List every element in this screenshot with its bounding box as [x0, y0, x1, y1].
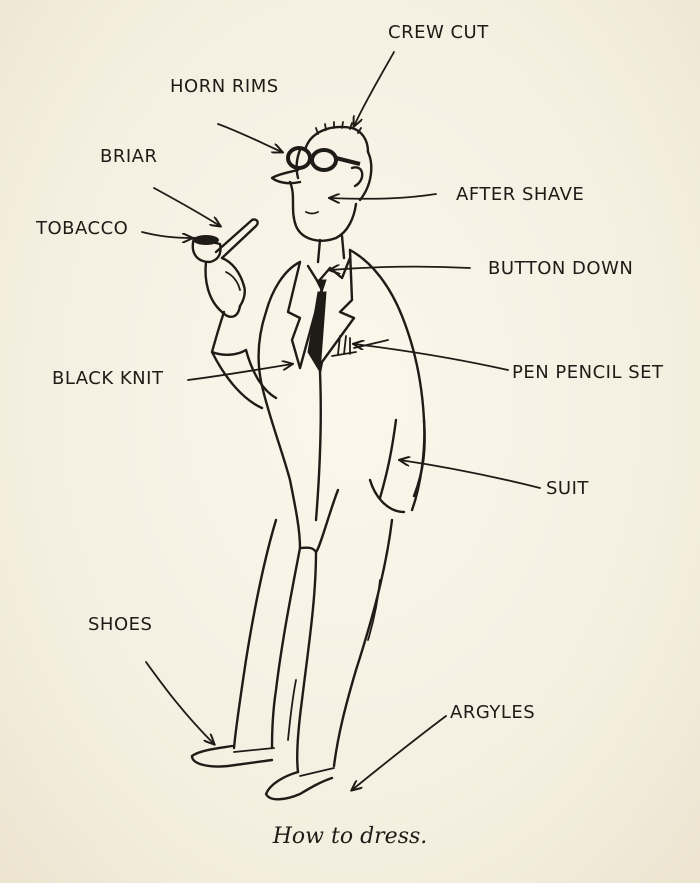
black-knit-tie — [307, 279, 327, 374]
briar-pipe — [191, 218, 259, 264]
label-briar: BRIAR — [100, 146, 158, 167]
caption: How to dress. — [272, 824, 428, 849]
arrow-tobacco — [141, 231, 192, 238]
label-black-knit: BLACK KNIT — [52, 368, 164, 389]
pointer-arrows — [141, 51, 541, 790]
arrow-suit — [400, 460, 541, 489]
arrow-pen-pencil-set — [354, 344, 509, 371]
arrow-button-down — [330, 267, 471, 270]
arrow-crew-cut — [354, 51, 395, 126]
arrow-horn-rims — [217, 123, 282, 152]
label-shoes: SHOES — [88, 614, 153, 635]
suit-jacket — [257, 248, 426, 554]
label-after-shave: AFTER SHAVE — [456, 184, 585, 205]
arrow-shoes — [145, 661, 214, 744]
trousers — [232, 518, 394, 774]
raised-arm — [204, 256, 278, 410]
head — [270, 121, 373, 264]
arrow-black-knit — [187, 364, 292, 381]
crew-cut-hair — [303, 125, 370, 154]
label-pen-pencil-set: PEN PENCIL SET — [512, 362, 664, 383]
horn-rim-glasses — [286, 146, 361, 172]
arrow-briar — [153, 187, 220, 226]
label-suit: SUIT — [546, 478, 589, 499]
arrow-after-shave — [330, 194, 437, 199]
label-button-down: BUTTON DOWN — [488, 258, 634, 279]
label-tobacco: TOBACCO — [36, 218, 129, 239]
arrow-argyles — [352, 715, 447, 790]
shoes — [190, 744, 335, 801]
label-horn-rims: HORN RIMS — [170, 76, 279, 97]
label-argyles: ARGYLES — [450, 702, 536, 723]
label-crew-cut: CREW CUT — [388, 22, 489, 43]
pen-pencil-set — [331, 335, 357, 357]
